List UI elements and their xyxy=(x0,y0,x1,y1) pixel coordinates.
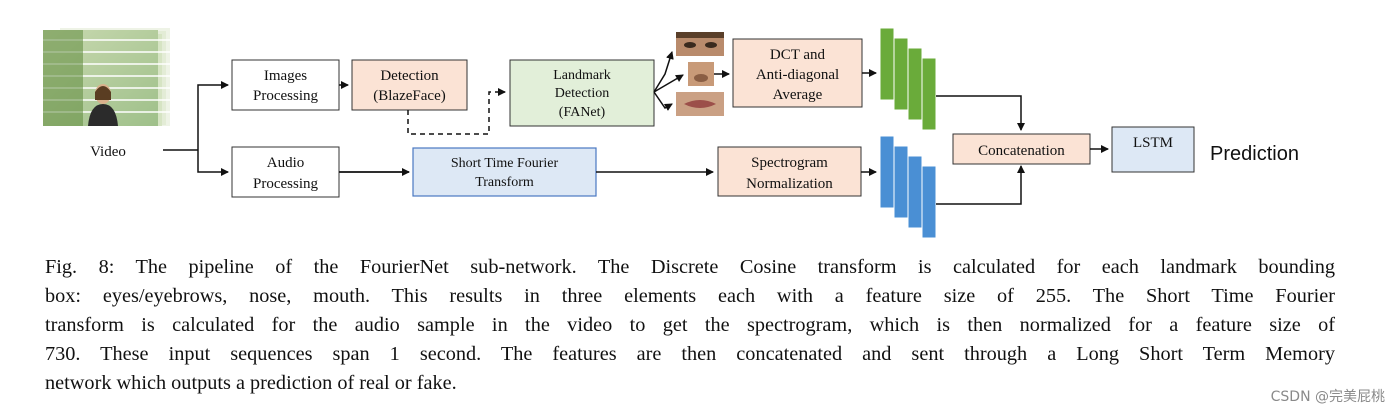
dct-line-2: Anti-diagonal xyxy=(756,67,839,83)
video-label: Video xyxy=(90,144,126,160)
figure-caption: Fig. 8: The pipeline of the FourierNet s… xyxy=(45,253,1335,398)
detection-box: Detection (BlazeFace) xyxy=(351,59,468,111)
detection-line-1: Detection xyxy=(380,68,439,84)
dct-box: DCT and Anti-diagonal Average xyxy=(732,38,863,108)
dct-line-1: DCT and xyxy=(770,47,826,63)
stft-line-2: Transform xyxy=(475,175,534,190)
pipeline-diagram: Video Images Processing Audio Processing… xyxy=(43,27,1299,239)
spectrogram-line-1: Spectrogram xyxy=(751,155,828,171)
dct-line-3: Average xyxy=(773,87,823,103)
concatenation-box: Concatenation xyxy=(952,133,1091,165)
blue-feature-stack xyxy=(879,135,937,239)
nose-crop-image xyxy=(688,62,714,86)
caption-line-1: Fig. 8: The pipeline of the FourierNet s… xyxy=(45,256,1335,278)
mouth-crop-image xyxy=(676,92,724,116)
concatenation-label: Concatenation xyxy=(978,143,1065,159)
green-feature-stack xyxy=(879,27,937,131)
watermark: CSDN @完美屁桃 xyxy=(1270,389,1385,405)
landmark-detection-box: Landmark Detection (FANet) xyxy=(509,59,655,127)
caption-line-3: transform is calculated for the audio sa… xyxy=(45,314,1335,336)
images-processing-line-2: Processing xyxy=(253,88,318,104)
caption-line-5: network which outputs a prediction of re… xyxy=(45,372,457,394)
detection-line-2: (BlazeFace) xyxy=(373,88,445,104)
prediction-label: Prediction xyxy=(1210,143,1299,165)
eyes-crop-image xyxy=(676,32,724,56)
stft-line-1: Short Time Fourier xyxy=(451,156,559,171)
images-processing-line-1: Images xyxy=(264,68,307,84)
video-split-connector xyxy=(163,81,229,176)
audio-processing-line-2: Processing xyxy=(253,176,318,192)
lstm-label: LSTM xyxy=(1133,135,1173,151)
landmark-line-1: Landmark xyxy=(553,68,611,83)
landmark-line-2: Detection xyxy=(555,86,609,101)
caption-line-2: box: eyes/eyebrows, nose, mouth. This re… xyxy=(45,285,1335,307)
audio-processing-line-1: Audio xyxy=(267,155,305,171)
images-processing-box: Images Processing xyxy=(231,59,340,111)
stft-box: Short Time Fourier Transform xyxy=(412,147,597,197)
spectrogram-box: Spectrogram Normalization xyxy=(717,146,862,197)
spectrogram-line-2: Normalization xyxy=(746,176,833,192)
audio-processing-box: Audio Processing xyxy=(231,146,340,198)
landmark-to-crops-arrows xyxy=(653,51,684,111)
features-to-concatenation-arrows xyxy=(936,95,1025,205)
landmark-line-3: (FANet) xyxy=(559,105,606,120)
video-frames-image xyxy=(43,28,170,126)
lstm-box: LSTM xyxy=(1111,126,1195,173)
caption-line-4: 730. These input sequences span 1 second… xyxy=(45,343,1335,365)
